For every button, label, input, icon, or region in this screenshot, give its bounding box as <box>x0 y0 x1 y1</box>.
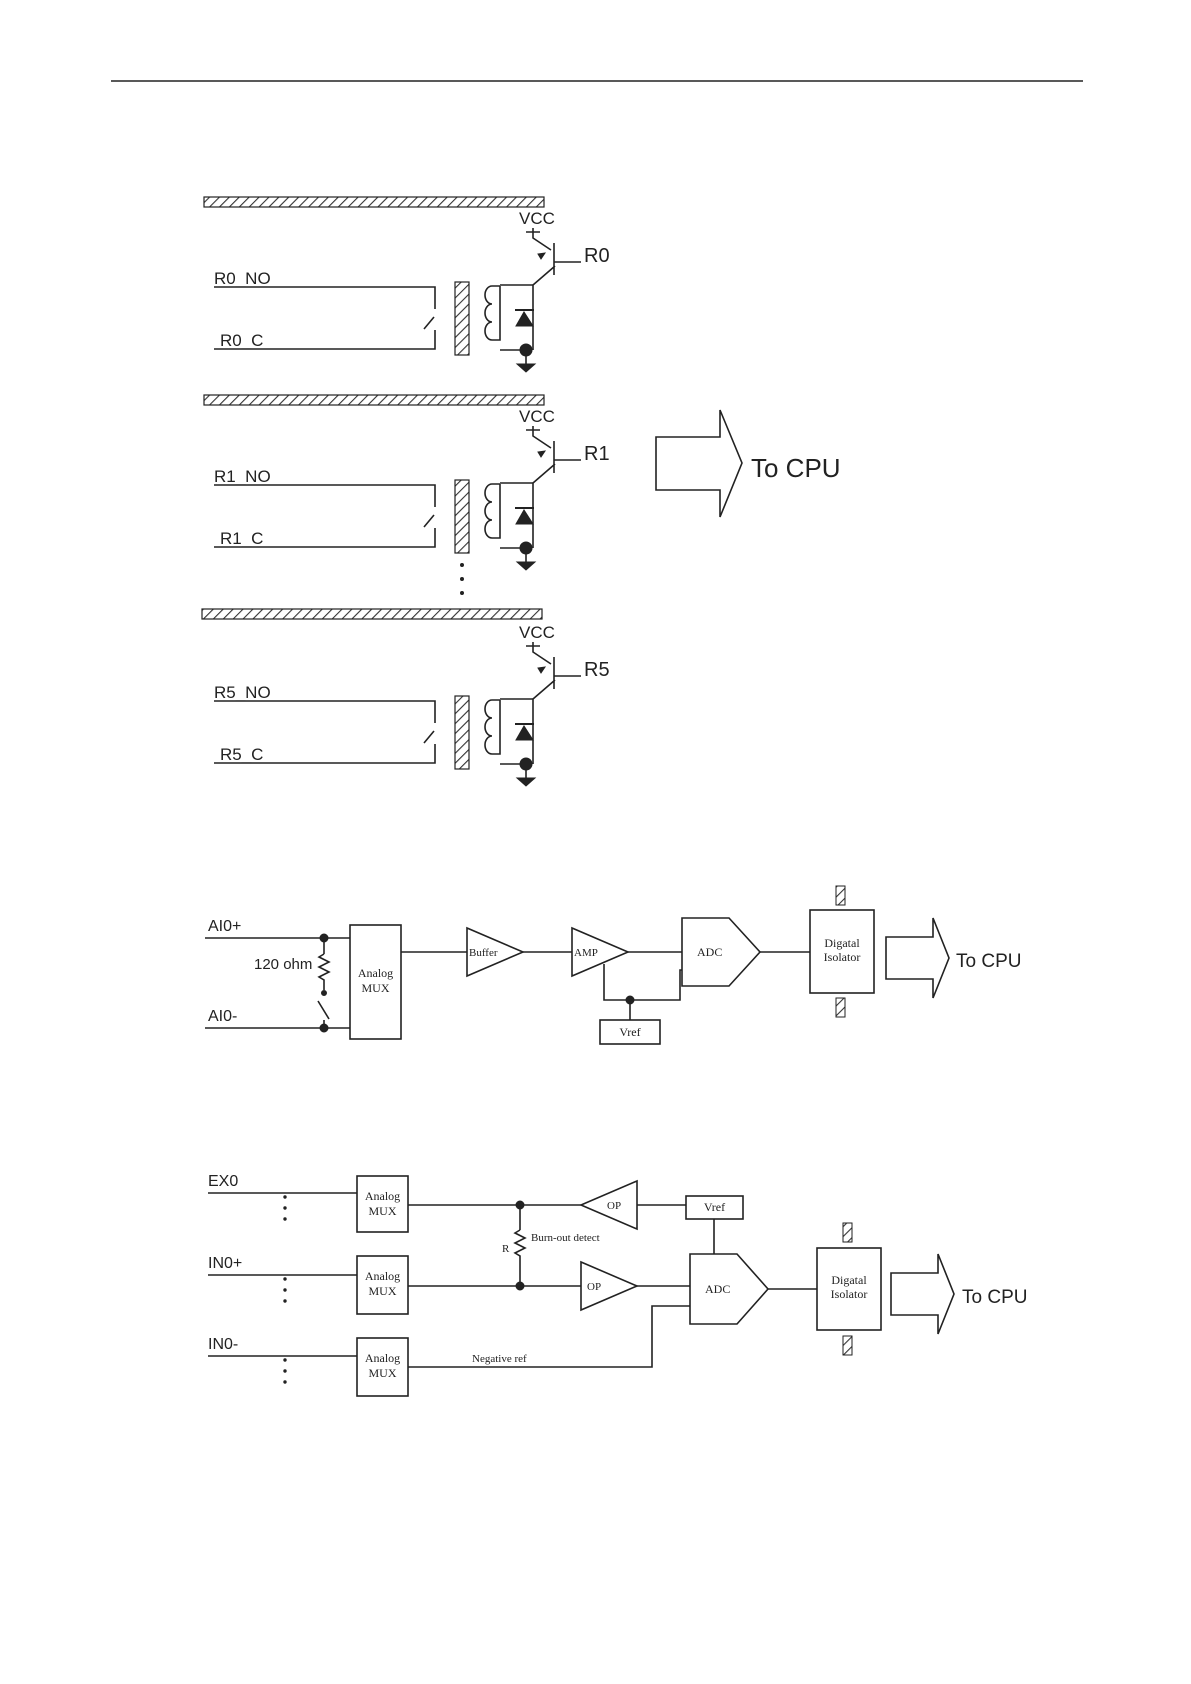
relay-channel-r0: VCC R0 R0_NO R0_C <box>204 197 610 372</box>
mux-label: MUX <box>361 981 389 995</box>
in0-neg-label: IN0- <box>208 1336 238 1353</box>
relay-isolation-bar <box>204 395 544 405</box>
relay-channel-r5: VCC R5 R5_NO R5_C <box>202 609 610 786</box>
relay-isolation-bar <box>204 197 544 207</box>
isolator-label: Isolator <box>831 1287 868 1301</box>
ai-pos-label: AI0+ <box>208 918 241 935</box>
rtd-input-diagram: EX0 IN0+ IN0- Analog MUX Analog MUX Anal… <box>208 1173 1027 1396</box>
ellipsis-icon <box>461 564 464 595</box>
relay-coil <box>485 700 500 754</box>
isolator-top-bar <box>836 886 845 905</box>
to-cpu-arrow <box>656 410 742 517</box>
relay-c-label-r5: R5_C <box>220 745 263 764</box>
termination-resistor <box>319 954 329 990</box>
relay-c-label-r0: R0_C <box>220 331 263 350</box>
ground-icon <box>517 778 535 786</box>
amp-label: AMP <box>574 947 598 959</box>
isolator-label: Digatal <box>831 1273 867 1287</box>
relay-name-r5: R5 <box>584 659 610 681</box>
flyback-diode <box>516 726 533 740</box>
relay-core <box>455 696 469 769</box>
ground-icon <box>517 364 535 372</box>
adc-label: ADC <box>697 945 722 959</box>
relay-channel-r1: VCC R1 R1_NO R1_C <box>204 395 610 570</box>
negref-label: Negative ref <box>472 1353 527 1365</box>
relay-isolation-bar <box>202 609 542 619</box>
isolator-label: Isolator <box>824 950 861 964</box>
isolator-bottom-bar <box>843 1336 852 1355</box>
r-label: R <box>502 1243 510 1255</box>
vcc-label: VCC <box>519 623 555 642</box>
burnout-resistor <box>515 1230 525 1286</box>
termination-switch <box>318 992 329 1028</box>
flyback-diode <box>516 510 533 524</box>
buffer-label: Buffer <box>469 947 498 959</box>
relay-name-r0: R0 <box>584 245 610 267</box>
relay-name-r1: R1 <box>584 443 610 465</box>
op-label: OP <box>607 1200 621 1212</box>
isolator-top-bar <box>843 1223 852 1242</box>
ground-icon <box>517 562 535 570</box>
mux-label: Analog <box>365 1269 400 1283</box>
relay-coil <box>485 286 500 340</box>
ellipsis-icon <box>284 1196 286 1383</box>
relay-no-label-r0: R0_NO <box>214 269 271 288</box>
mux-label: MUX <box>368 1204 396 1218</box>
relay-c-label-r1: R1_C <box>220 529 263 548</box>
vref-label: Vref <box>619 1025 640 1039</box>
vcc-label: VCC <box>519 209 555 228</box>
to-cpu-label: To CPU <box>751 453 841 483</box>
vref-label: Vref <box>704 1200 725 1214</box>
adc-label: ADC <box>705 1282 730 1296</box>
vcc-label: VCC <box>519 407 555 426</box>
to-cpu-label: To CPU <box>956 951 1021 972</box>
mux-label: Analog <box>365 1189 400 1203</box>
in0-pos-label: IN0+ <box>208 1255 242 1272</box>
to-cpu-arrow <box>891 1254 954 1334</box>
mux-label: Analog <box>365 1351 400 1365</box>
mux-label: MUX <box>368 1366 396 1380</box>
relay-core <box>455 282 469 355</box>
relay-no-label-r5: R5_NO <box>214 683 271 702</box>
ai-neg-label: AI0- <box>208 1008 237 1025</box>
flyback-diode <box>516 312 533 326</box>
isolator-bottom-bar <box>836 998 845 1017</box>
ex0-label: EX0 <box>208 1173 238 1190</box>
burnout-label: Burn-out detect <box>531 1232 600 1244</box>
relay-no-label-r1: R1_NO <box>214 467 271 486</box>
isolator-label: Digatal <box>824 936 860 950</box>
relay-core <box>455 480 469 553</box>
relay-coil <box>485 484 500 538</box>
to-cpu-arrow <box>886 918 949 998</box>
analog-input-diagram: AI0+ AI0- 120 ohm Analog MUX Buffer AMP … <box>205 886 1021 1044</box>
mux-label: Analog <box>358 966 393 980</box>
mux-label: MUX <box>368 1284 396 1298</box>
resistor-label: 120 ohm <box>254 956 312 973</box>
to-cpu-label: To CPU <box>962 1287 1027 1308</box>
op-label: OP <box>587 1281 601 1293</box>
relay-output-diagram: VCC R0 R0_NO R0_C VCC R1 R1_NO R1_C <box>202 197 841 786</box>
